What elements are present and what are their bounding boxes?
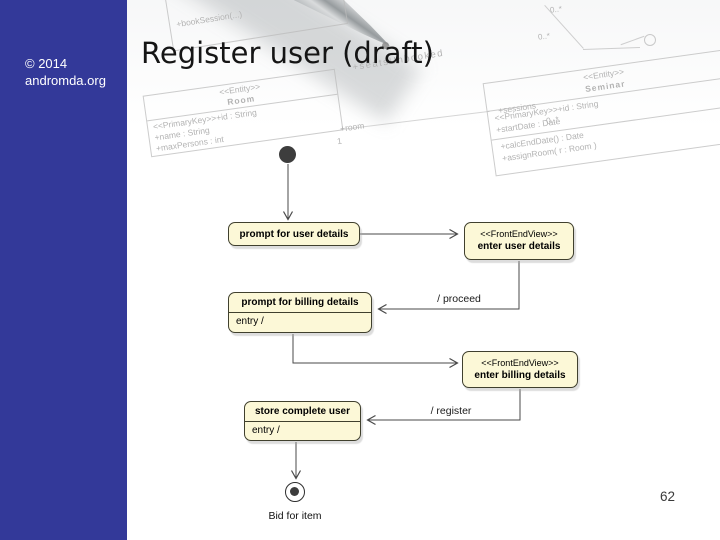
transition-label-proceed: / proceed bbox=[437, 293, 481, 305]
copyright-org: andromda.org bbox=[25, 73, 106, 88]
transition-label-register: / register bbox=[430, 405, 472, 417]
final-state-node bbox=[285, 482, 305, 502]
entry-action-label: entry / bbox=[252, 425, 280, 436]
state-enter-billing-details: <<FrontEndView>> enter billing details bbox=[462, 351, 578, 388]
state-enter-user-details: <<FrontEndView>> enter user details bbox=[464, 222, 574, 260]
state-label: store complete user bbox=[245, 402, 360, 422]
sidebar: © 2014 andromda.org bbox=[0, 0, 127, 540]
state-store-complete-user: store complete user entry / bbox=[244, 401, 361, 441]
stereotype-label: <<FrontEndView>> bbox=[481, 357, 559, 368]
page-title: Register user (draft) bbox=[141, 36, 434, 70]
state-label: enter billing details bbox=[474, 369, 566, 381]
copyright: © 2014 andromda.org bbox=[25, 55, 106, 89]
transition-prompt-billing-to-enter-billing bbox=[292, 334, 457, 363]
state-label: prompt for billing details bbox=[229, 293, 371, 313]
state-prompt-for-billing-details: prompt for billing details entry / bbox=[228, 292, 372, 333]
page-number: 62 bbox=[660, 489, 676, 504]
copyright-year: © 2014 bbox=[25, 56, 68, 71]
stereotype-label: <<FrontEndView>> bbox=[480, 229, 558, 239]
transition-register bbox=[368, 389, 521, 420]
initial-state-node bbox=[279, 146, 296, 163]
state-label: prompt for user details bbox=[239, 228, 349, 240]
final-state-inner-dot bbox=[290, 487, 299, 496]
entry-action-label: entry / bbox=[236, 316, 264, 327]
transition-proceed bbox=[379, 261, 520, 309]
state-label: enter user details bbox=[477, 241, 561, 252]
state-prompt-for-user-details: prompt for user details bbox=[228, 222, 360, 246]
final-state-label: Bid for item bbox=[268, 510, 322, 522]
